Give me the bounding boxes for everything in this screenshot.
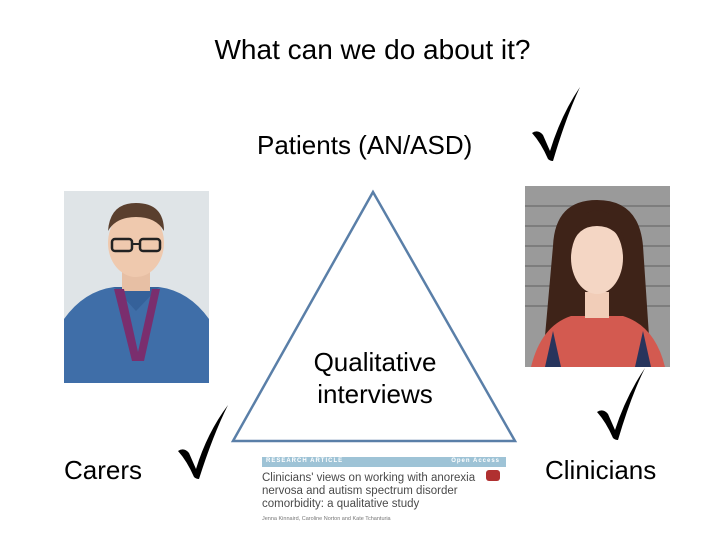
- checkmark-patients-icon: [532, 87, 580, 161]
- checkmark-clinicians-icon: [597, 368, 645, 440]
- paper-title: Clinicians' views on working with anorex…: [262, 472, 476, 510]
- node-patients-label: Patients (AN/ASD): [257, 130, 473, 160]
- paper-authors: Jenna Kinnaird, Caroline Norton and Kate…: [262, 516, 391, 522]
- research-paper-thumbnail: RESEARCH ARTICLE Open Access Clinicians'…: [258, 455, 506, 527]
- carer-researcher-photo: [64, 191, 209, 383]
- paper-banner: RESEARCH ARTICLE Open Access: [262, 457, 506, 467]
- node-clinicians-label: Clinicians: [545, 455, 657, 485]
- triangle-shape: [230, 189, 518, 443]
- paper-banner-access: Open Access: [451, 458, 500, 464]
- node-center-label: Qualitative interviews: [313, 347, 437, 409]
- journal-logo-icon: [486, 470, 500, 481]
- checkmark-carers-icon: [178, 405, 228, 479]
- paper-banner-type: RESEARCH ARTICLE: [266, 458, 344, 464]
- slide-title: What can we do about it?: [214, 34, 531, 65]
- node-carers-label: Carers: [64, 455, 143, 485]
- clinician-researcher-photo: [525, 186, 670, 367]
